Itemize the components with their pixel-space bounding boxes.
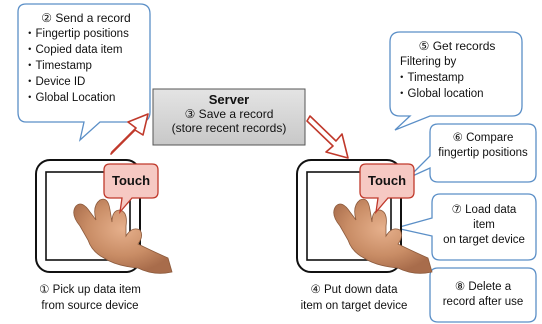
load-line2: item xyxy=(473,219,495,231)
source-caption-line1: ① Pick up data item xyxy=(39,284,141,296)
get-records-subtitle: Filtering by xyxy=(400,56,457,68)
send-record-text: ② Send a record ・Fingertip positions ・Co… xyxy=(24,10,148,106)
target-caption: ④ Put down data item on target device xyxy=(284,282,424,314)
delete-bubble xyxy=(429,267,537,323)
load-data-text: ⑦ Load data item on target device xyxy=(432,203,536,248)
arrow-to-server xyxy=(110,113,149,155)
send-item-device-id: ・Device ID xyxy=(24,76,86,88)
source-caption: ① Pick up data item from source device xyxy=(10,282,170,314)
send-item-copied: ・Copied data item xyxy=(24,44,123,56)
delete-line1: ⑧ Delete a xyxy=(454,281,512,293)
load-data-bubble xyxy=(395,193,537,261)
send-item-timestamp: ・Timestamp xyxy=(24,60,92,72)
send-item-location: ・Global Location xyxy=(24,92,116,104)
compare-text: ⑥ Compare fingertip positions xyxy=(430,131,536,161)
left-hand xyxy=(73,198,173,274)
source-caption-line2: from source device xyxy=(41,300,139,312)
server-save-line: ③ Save a record xyxy=(184,107,274,121)
server-name: Server xyxy=(208,92,250,107)
arrow-to-target xyxy=(306,115,349,159)
server-store-line: (store recent records) xyxy=(171,121,287,135)
touch-callout-left xyxy=(103,163,159,215)
send-record-bubble xyxy=(17,3,151,142)
delete-line2: record after use xyxy=(442,296,524,308)
compare-line1: ⑥ Compare xyxy=(452,132,514,144)
delete-text: ⑧ Delete a record after use xyxy=(430,280,536,310)
load-line3: on target device xyxy=(443,234,525,246)
get-item-location: ・Global location xyxy=(396,88,484,100)
load-line1: ⑦ Load data xyxy=(451,204,517,216)
compare-bubble xyxy=(407,123,537,183)
target-caption-line2: item on target device xyxy=(300,300,408,312)
compare-line2: fingertip positions xyxy=(438,147,528,159)
get-records-title: ⑤ Get records xyxy=(418,39,496,53)
right-hand xyxy=(333,198,433,274)
get-records-text: ⑤ Get records Filtering by ・Timestamp ・G… xyxy=(396,38,518,102)
target-caption-line1: ④ Put down data xyxy=(310,284,398,296)
touch-callout-right xyxy=(359,163,415,215)
touch-label-left: Touch xyxy=(111,173,151,188)
server-label: Server ③ Save a record (store recent rec… xyxy=(153,89,305,145)
send-item-fingertip: ・Fingertip positions xyxy=(24,28,129,40)
get-item-timestamp: ・Timestamp xyxy=(396,72,464,84)
send-record-title: ② Send a record xyxy=(41,11,131,25)
get-records-bubble xyxy=(389,31,523,131)
touch-label-right: Touch xyxy=(367,173,407,188)
server-box xyxy=(152,88,306,146)
